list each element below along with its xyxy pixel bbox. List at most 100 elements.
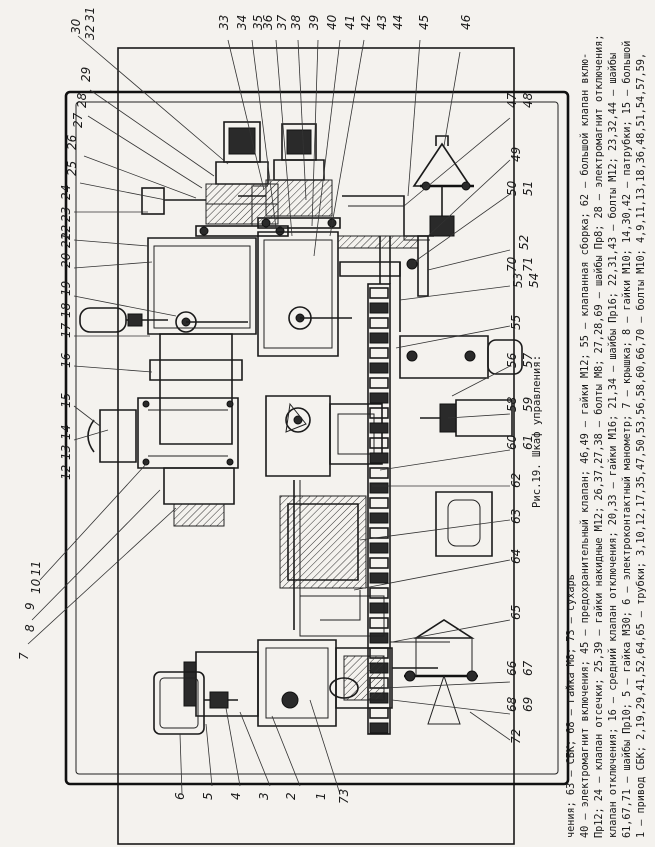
callout-25: 25	[65, 161, 79, 176]
callout-22: 22	[59, 225, 73, 240]
caption-line-5: 40 – электромагнит включения; 45 – предо…	[579, 53, 591, 838]
terminal-link	[369, 632, 389, 644]
callout-40: 40	[325, 14, 339, 30]
callout-72: 72	[509, 729, 523, 744]
terminal-link	[369, 362, 389, 374]
cabinet-frame	[64, 47, 570, 845]
callout-20: 20	[59, 252, 73, 268]
callout-10: 10	[29, 578, 43, 594]
terminal-link	[369, 512, 389, 524]
bottom-safety-valve	[404, 619, 478, 725]
terminal-link	[369, 377, 389, 389]
caption-line-6: чения; 63 – СБК; 68 – гайка М8; 73 – сух…	[565, 574, 577, 838]
caption-line-2: 61,67,71 – шайбы Пр10; 5 – гайка М30; 6 …	[621, 41, 633, 838]
callout-1: 1	[314, 792, 328, 800]
terminal-link	[369, 392, 389, 404]
callout-17: 17	[59, 322, 73, 338]
caption-title: Рис.19. Шкаф управления:	[531, 355, 543, 508]
terminal-link	[369, 617, 389, 629]
terminal-link	[369, 302, 389, 314]
callout-30: 30	[69, 18, 83, 34]
callout-26: 26	[65, 134, 79, 150]
callout-28: 28	[75, 92, 89, 108]
callout-42: 42	[359, 15, 373, 30]
callout-53: 53	[511, 273, 525, 288]
callout-64: 64	[509, 549, 523, 564]
callout-23: 23	[59, 207, 73, 222]
callout-57: 57	[521, 352, 535, 368]
caption-line-1b: 1 – привод СБК; 2,19,29,41,52,64,65 – тр…	[635, 53, 647, 838]
callout-19: 19	[59, 281, 73, 296]
contact-manometer	[153, 671, 238, 735]
callout-71: 71	[521, 257, 535, 272]
callout-2: 2	[284, 792, 298, 800]
callout-13: 13	[59, 445, 73, 460]
callout-6: 6	[173, 792, 187, 800]
large-closing-valve	[265, 395, 513, 477]
callout-61: 61	[521, 435, 535, 450]
valve-block	[399, 335, 523, 379]
safety-valve	[342, 135, 474, 241]
terminal-link	[369, 317, 389, 329]
callout-62: 62	[509, 473, 523, 488]
callout-33: 33	[217, 15, 231, 30]
callout-7: 7	[17, 652, 31, 660]
callout-39: 39	[307, 15, 321, 30]
sbk-unit	[279, 491, 493, 589]
callout-46: 46	[459, 14, 473, 30]
callout-labels: 1234567891011121314151617181920212223242…	[17, 7, 541, 804]
terminal-link	[369, 557, 389, 569]
callout-55: 55	[509, 315, 523, 330]
leader-lines	[27, 35, 511, 795]
callout-44: 44	[391, 15, 405, 30]
figure-caption-body: 1 – привод СБК; 2,19,29,41,52,64,65 – тр…	[565, 35, 647, 838]
callout-37: 37	[275, 14, 289, 30]
large-disconnect-valve-assembly	[79, 121, 289, 527]
terminal-link	[369, 572, 389, 584]
callout-69: 69	[521, 697, 535, 712]
callout-3: 3	[257, 792, 271, 800]
callout-56: 56	[505, 352, 519, 368]
callout-60: 60	[505, 434, 519, 450]
terminal-link	[369, 422, 389, 434]
callout-36: 36	[261, 14, 275, 30]
terminal-link	[369, 482, 389, 494]
callout-51: 51	[521, 181, 535, 196]
terminal-link	[369, 437, 389, 449]
callout-15: 15	[59, 393, 73, 408]
right-piping	[337, 235, 429, 332]
terminal-link	[369, 722, 389, 734]
callout-12: 12	[59, 465, 73, 480]
callout-27: 27	[71, 112, 85, 128]
caption-line-4: Пр12; 24 – клапан отсечки; 25,39 – гайки…	[593, 35, 605, 838]
callout-34: 34	[235, 15, 249, 30]
callout-5: 5	[201, 792, 215, 800]
callout-73: 73	[337, 789, 351, 804]
callout-47: 47	[505, 92, 519, 108]
middle-disconnect-valve-assembly	[238, 123, 352, 357]
terminal-link	[369, 452, 389, 464]
callout-35: 35	[251, 15, 265, 30]
callout-49: 49	[509, 147, 523, 162]
callout-59: 59	[521, 397, 535, 412]
terminal-link	[369, 467, 389, 479]
callout-14: 14	[59, 425, 73, 440]
callout-66: 66	[505, 660, 519, 676]
terminal-link	[369, 707, 389, 719]
terminal-link	[369, 602, 389, 614]
figure-caption: Рис.19. Шкаф управления:	[531, 355, 543, 508]
callout-54: 54	[527, 273, 541, 288]
callout-16: 16	[59, 352, 73, 368]
callout-18: 18	[59, 302, 73, 318]
callout-45: 45	[417, 15, 431, 30]
callout-8: 8	[23, 624, 37, 632]
callout-38: 38	[289, 14, 303, 30]
callout-11: 11	[29, 561, 43, 576]
callout-50: 50	[505, 180, 519, 196]
callout-9: 9	[23, 602, 37, 610]
terminal-link	[369, 287, 389, 299]
callout-48: 48	[521, 92, 535, 108]
callout-29: 29	[79, 67, 93, 82]
callout-4: 4	[229, 792, 243, 800]
